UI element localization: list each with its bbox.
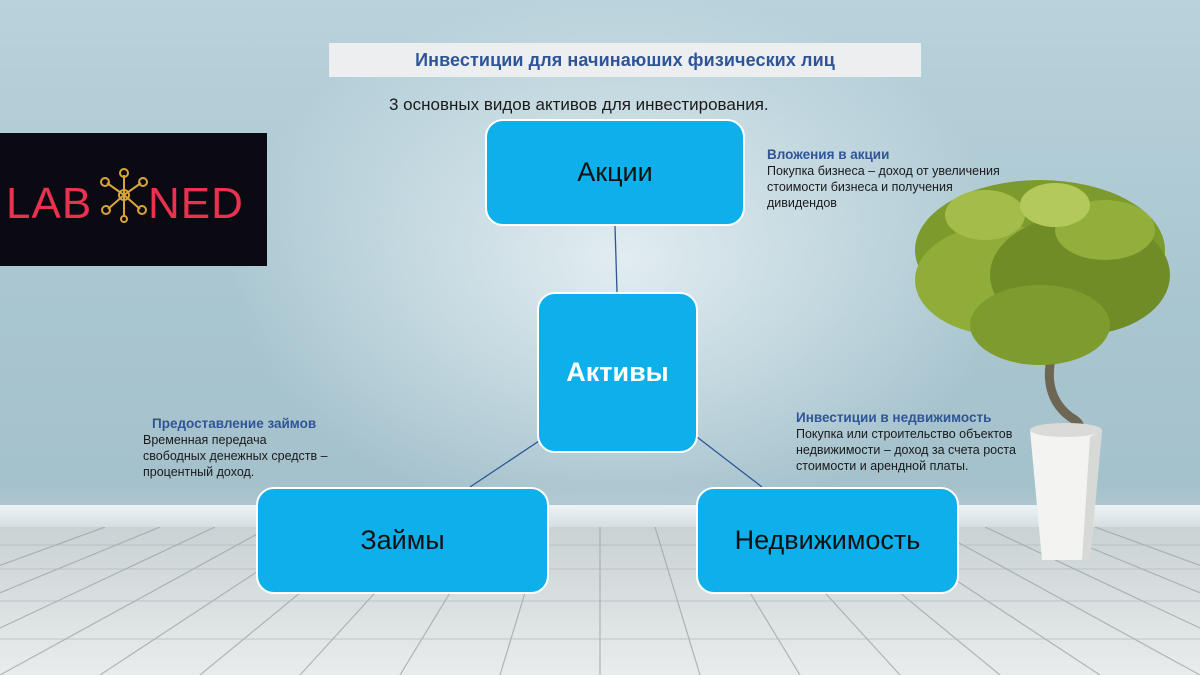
potted-plant-image <box>915 180 1170 560</box>
node-zaimy: Займы <box>256 487 549 594</box>
title-banner: Инвестиции для начинаюших физических лиц <box>329 43 921 77</box>
note-akcii-heading: Вложения в акции <box>767 147 890 162</box>
note-akcii-line: стоимости бизнеса и получения <box>767 180 953 194</box>
note-nedvizhimost-heading: Инвестиции в недвижимость <box>796 410 992 425</box>
logo-text-left: LAB <box>6 179 93 228</box>
node-nedvizhimost: Недвижимость <box>696 487 959 594</box>
page-title: Инвестиции для начинаюших физических лиц <box>415 49 835 70</box>
subtitle: 3 основных видов активов для инвестирова… <box>389 95 769 114</box>
note-zaimy-line: процентный доход. <box>143 465 255 479</box>
wooden-floor <box>0 527 1200 675</box>
note-akcii-line: дивидендов <box>767 196 837 210</box>
note-nedvizhimost-line: недвижимости – доход за счета роста <box>796 443 1016 457</box>
logo: LAB NED <box>0 133 267 266</box>
logo-text-right: NED <box>148 179 244 228</box>
note-akcii: Вложения в акции Покупка бизнеса – доход… <box>767 146 1037 211</box>
note-akcii-line: Покупка бизнеса – доход от увеличения <box>767 164 1000 178</box>
note-nedvizhimost-line: Покупка или строительство объектов <box>796 427 1013 441</box>
node-akcii: Акции <box>485 119 745 226</box>
note-zaimy-line: Временная передача <box>143 433 267 447</box>
note-nedvizhimost-line: стоимости и арендной платы. <box>796 459 969 473</box>
molecule-icon <box>100 168 148 223</box>
note-zaimy: Предоставление займов Временная передача… <box>143 415 363 480</box>
node-aktivy-center: Активы <box>537 292 698 453</box>
note-zaimy-heading: Предоставление займов <box>152 416 317 431</box>
note-zaimy-line: свободных денежных средств – <box>143 449 328 463</box>
note-nedvizhimost: Инвестиции в недвижимость Покупка или ст… <box>796 409 1056 474</box>
